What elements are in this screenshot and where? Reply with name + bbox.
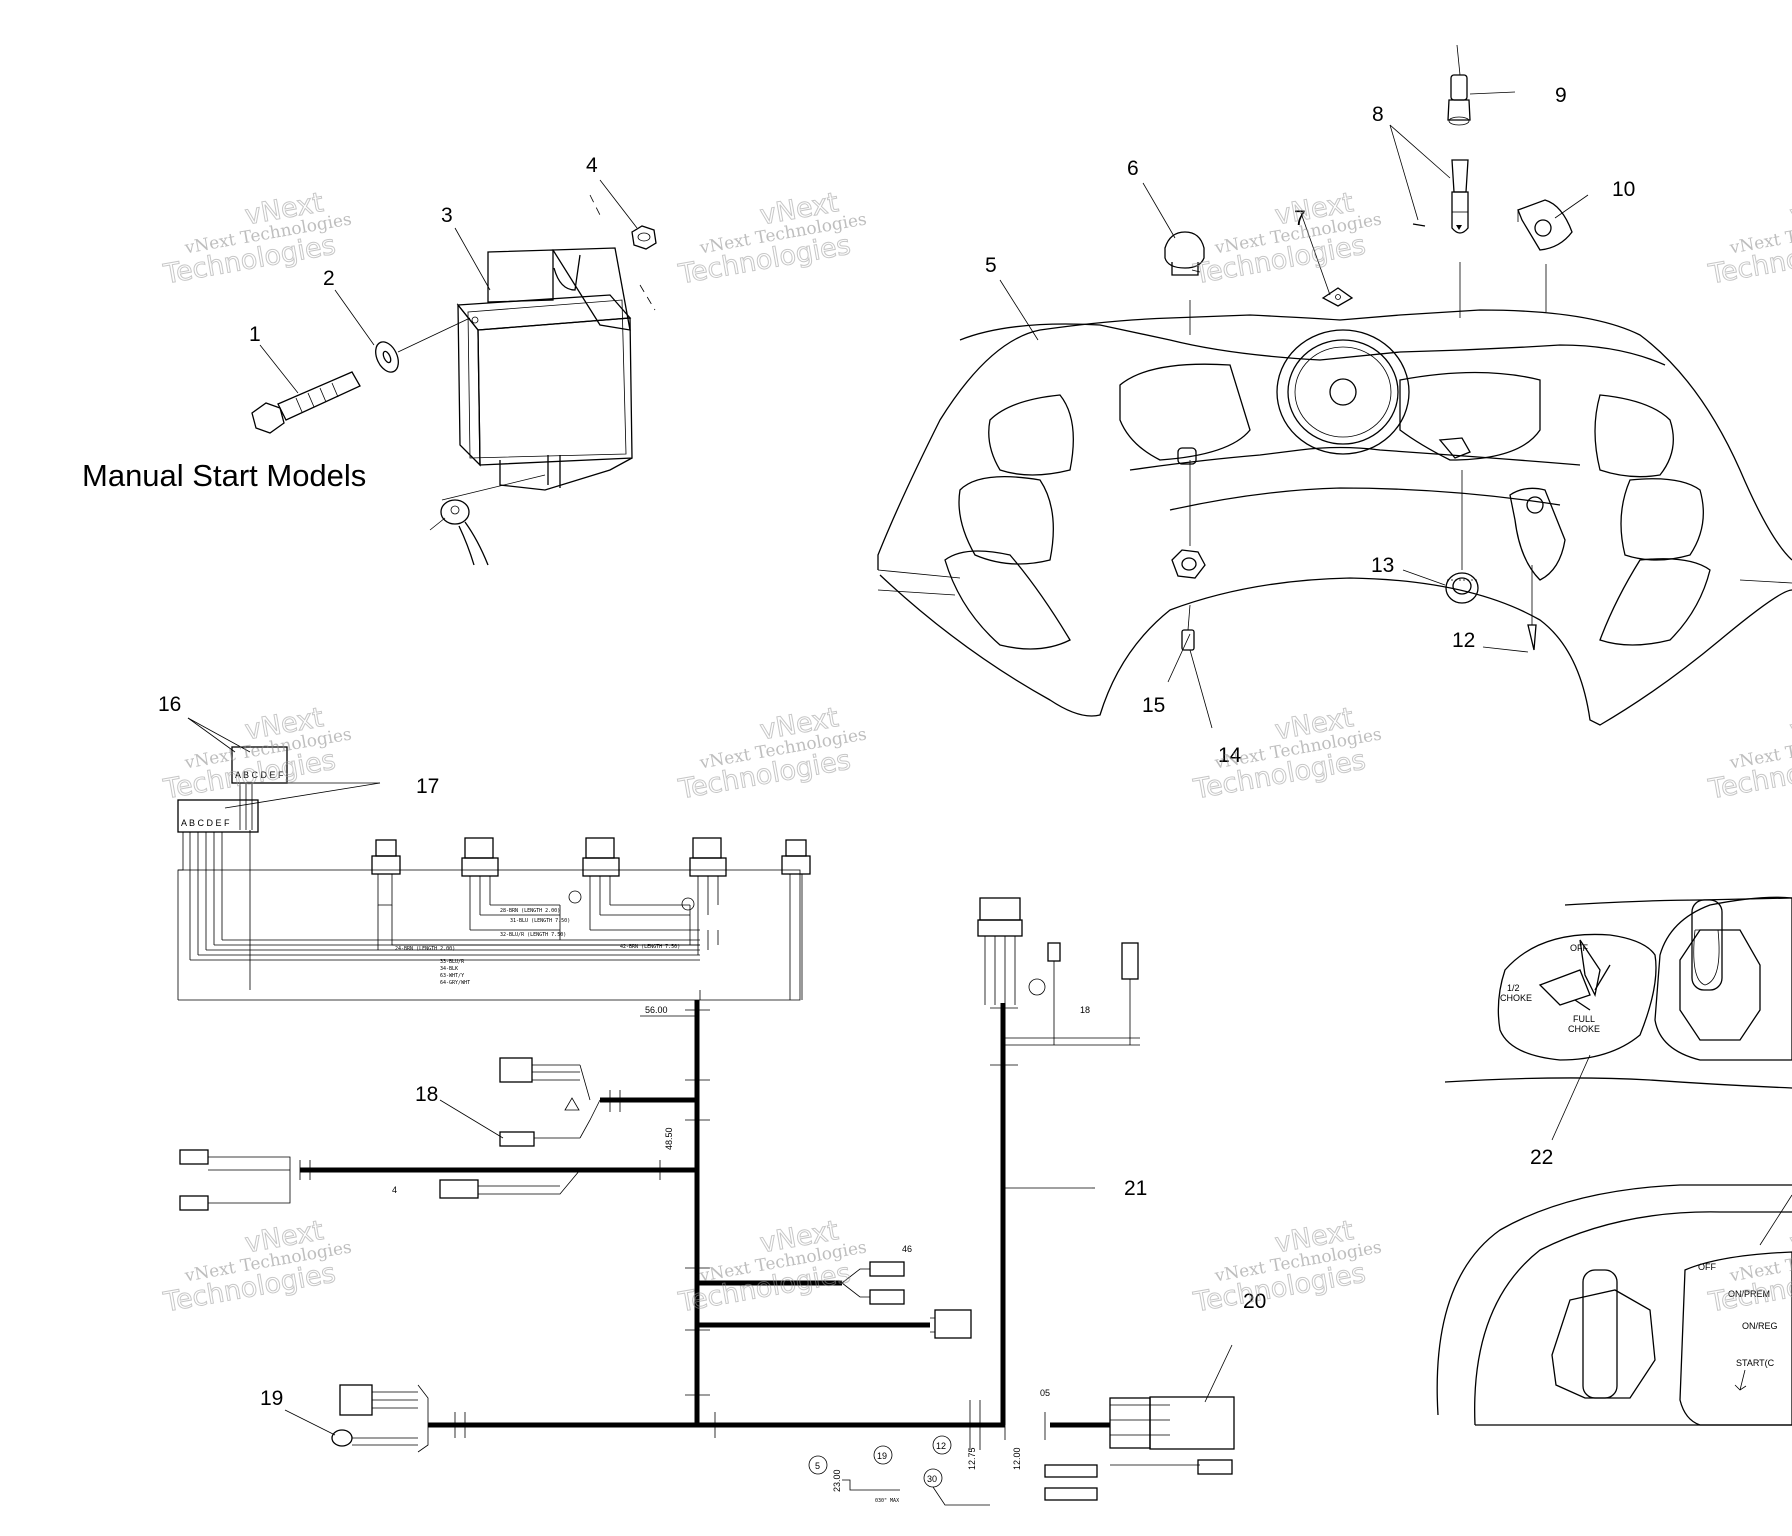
- ign-start: START(C: [1736, 1358, 1775, 1368]
- plug-letters: A B C D E F: [181, 818, 230, 828]
- choke-full: FULL: [1573, 1014, 1595, 1024]
- left-louvers: [944, 394, 1074, 650]
- wire-label-9: 64-GRY/WHT: [440, 980, 470, 986]
- callout-20: 20: [1243, 1290, 1266, 1313]
- watermark-line1: vNext: [1788, 187, 1792, 231]
- note-030: 030" MAX: [875, 1498, 899, 1504]
- callout-13: 13: [1371, 554, 1394, 577]
- right-louvers: [1594, 394, 1711, 646]
- tag-3: 19: [877, 1451, 887, 1461]
- dim-46: 46: [902, 1244, 912, 1254]
- tag-4: 30: [927, 1474, 937, 1484]
- ign-on-reg: ON/REG: [1742, 1321, 1778, 1331]
- plug-letters-upper: A B C D E F: [235, 770, 284, 780]
- choke-full-choke: CHOKE: [1568, 1024, 1600, 1034]
- dim-1275: 12.75: [967, 1447, 977, 1470]
- wire-label-6: 33-BLU/R: [440, 959, 465, 965]
- ring-terminal: [429, 474, 546, 566]
- cable-pin: [1181, 604, 1195, 651]
- choke-knob: [1164, 231, 1205, 276]
- watermark-line1: vNext: [1788, 702, 1792, 746]
- callout-numbers: 1 2 3 4 5 6 7 8 9 10 12 13 14 15 16 17 1…: [158, 84, 1635, 1410]
- wire-label-5: 42-BRN (LENGTH 7.50): [620, 944, 680, 950]
- choke-off: OFF: [1570, 943, 1588, 953]
- callout-3: 3: [441, 204, 453, 227]
- callout-18: 18: [415, 1083, 438, 1106]
- bolt: [251, 371, 361, 434]
- lamp-socket: [1412, 159, 1469, 234]
- dim-05: 05: [1040, 1388, 1050, 1398]
- harness-connectors-top: [371, 837, 811, 1000]
- tag-1: 5: [815, 1461, 820, 1471]
- callout-14: 14: [1218, 744, 1242, 767]
- callout-8: 8: [1372, 103, 1384, 126]
- callout-22: 22: [1530, 1146, 1553, 1169]
- watermark-line1: vNext: [1788, 1215, 1792, 1259]
- wire-label-3: 32-BLU/R (LENGTH 7.50): [500, 932, 566, 938]
- dim-18: 18: [1080, 1005, 1090, 1015]
- knurled-nut: [1445, 572, 1479, 604]
- dim-56: 56.00: [645, 1005, 668, 1015]
- dim-2300: 23.00: [832, 1469, 842, 1492]
- hex-nut: [1171, 549, 1206, 579]
- ign-on-prem: ON/PREM: [1728, 1289, 1770, 1299]
- dim-4850: 48.50: [664, 1127, 674, 1150]
- wire-label-4: 24-BRN (LENGTH 2.00): [395, 946, 455, 952]
- indicator-lamp: [1447, 44, 1471, 126]
- callout-4: 4: [586, 154, 598, 177]
- speedometer-pod: [1276, 329, 1410, 455]
- dim-1200: 12.00: [1012, 1447, 1022, 1470]
- callout-7: 7: [1294, 207, 1306, 230]
- steering-housing-assembly: [877, 309, 1792, 726]
- callout-19: 19: [260, 1387, 283, 1410]
- choke-half: 1/2: [1507, 983, 1520, 993]
- diagram-heading: Manual Start Models: [82, 458, 366, 493]
- wire-label-8: 63-WHT/Y: [440, 973, 464, 979]
- nut: [631, 225, 657, 250]
- washer: [375, 341, 399, 373]
- callout-12: 12: [1452, 629, 1475, 652]
- callout-10: 10: [1612, 178, 1635, 201]
- callout-2: 2: [323, 267, 335, 290]
- cable-clip: [1527, 565, 1537, 651]
- ignition-panel: OFF ON/PREM ON/REG START(C: [1436, 1184, 1792, 1426]
- ign-off: OFF: [1698, 1262, 1716, 1272]
- dim-4: 4: [392, 1185, 397, 1195]
- cdi-box: [456, 247, 633, 491]
- tag-2: 12: [936, 1441, 946, 1451]
- callout-1: 1: [249, 323, 261, 346]
- callout-16: 16: [158, 693, 181, 716]
- callout-17: 17: [416, 775, 439, 798]
- callout-6: 6: [1127, 157, 1139, 180]
- choke-panel: OFF 1/2 CHOKE FULL CHOKE: [1444, 896, 1792, 1089]
- wire-label-7: 34-BLK: [440, 966, 458, 972]
- watermarks: vNext vNext Technologies Technologies vN…: [160, 187, 1792, 1319]
- leader-lines: [187, 91, 1591, 1436]
- retainer-plate: [1321, 287, 1354, 307]
- lamp-bracket: [1517, 199, 1573, 251]
- callout-21: 21: [1124, 1177, 1147, 1200]
- wiring-harness: A B C D E F A B C D E F 28-: [177, 746, 1235, 1506]
- callout-15: 15: [1142, 694, 1165, 717]
- callout-5: 5: [985, 254, 997, 277]
- wire-label-1: 28-BRN (LENGTH 2.00): [500, 908, 560, 914]
- callout-9: 9: [1555, 84, 1567, 107]
- choke-choke: CHOKE: [1500, 993, 1532, 1003]
- cdi-box-assembly: [251, 194, 657, 566]
- wire-label-2: 31-BLU (LENGTH 7.50): [510, 918, 570, 924]
